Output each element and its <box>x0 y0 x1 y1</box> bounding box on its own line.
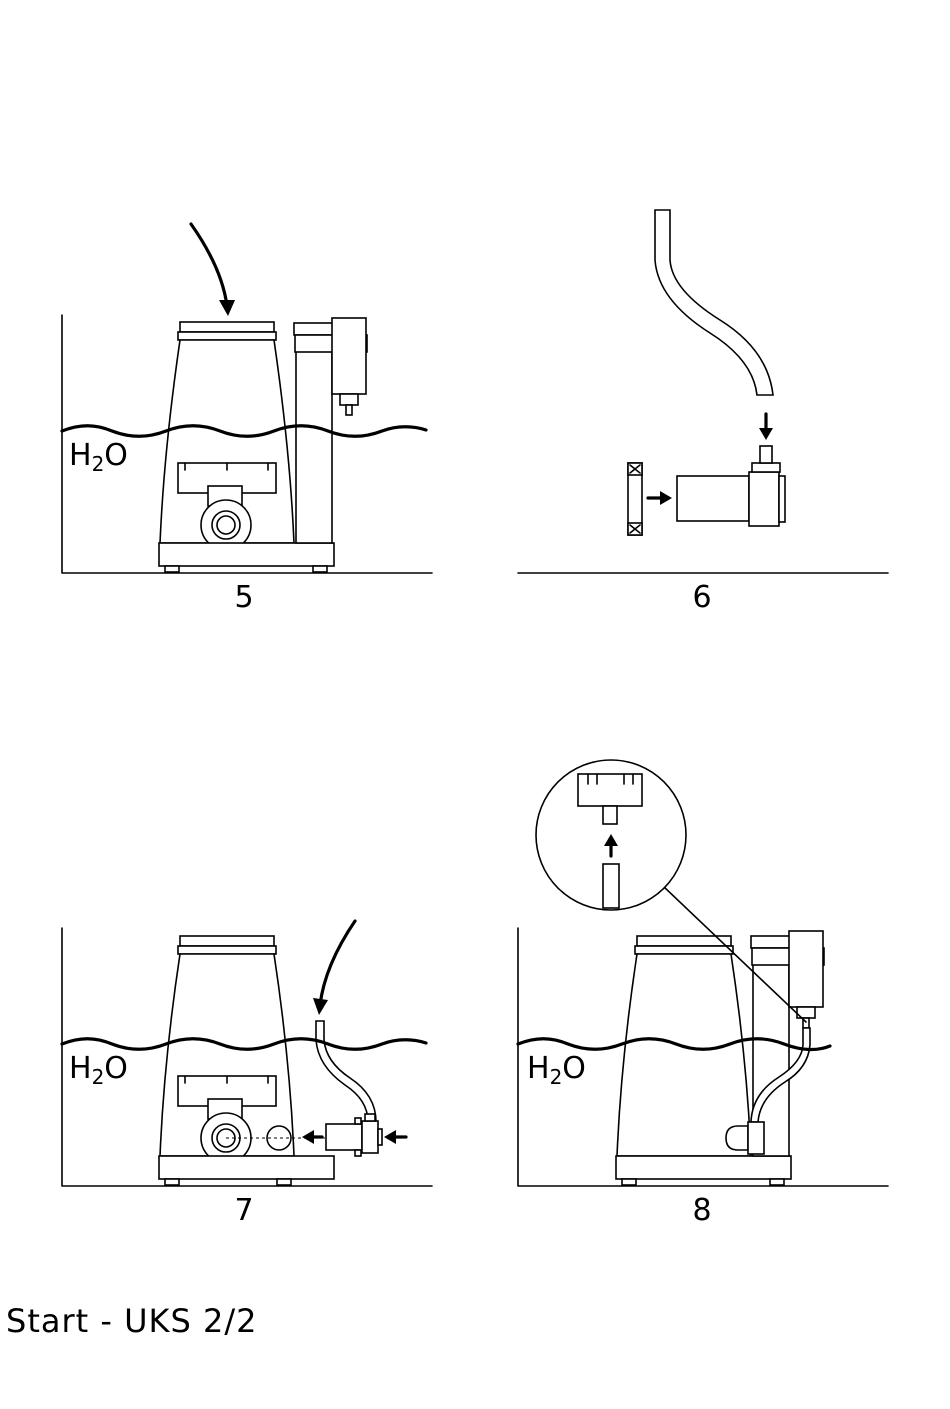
water-label: H2O <box>527 1054 586 1092</box>
step-number-8: 8 <box>672 1196 732 1226</box>
skimmer <box>616 931 824 1185</box>
panel-8-diagram <box>0 0 950 1260</box>
pump <box>726 1122 764 1154</box>
page-title: Start - UKS 2/2 <box>6 1302 257 1340</box>
